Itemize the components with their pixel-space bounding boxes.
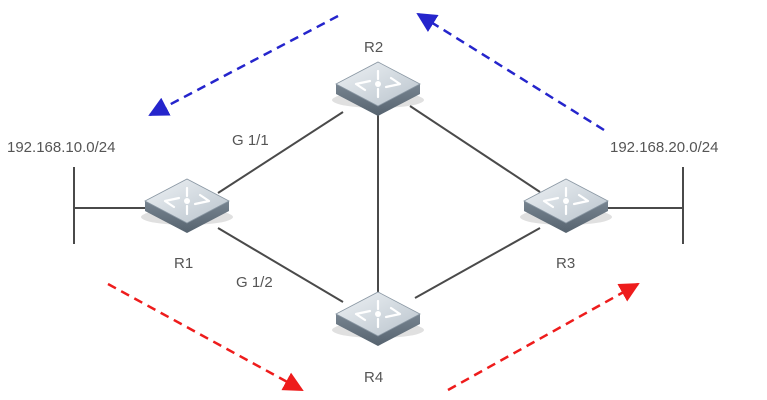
right-network-label: 192.168.20.0/24	[610, 139, 719, 156]
link-r1-r4	[217, 227, 344, 303]
router-r1-label: R1	[174, 255, 194, 272]
router-r2-icon	[330, 60, 426, 118]
upper-path-arrow-right	[416, 12, 605, 132]
router-r1-icon	[139, 177, 235, 235]
interface-g12-label: G 1/2	[236, 274, 273, 291]
lower-path-arrow-right	[447, 282, 640, 392]
interface-g11-label: G 1/1	[232, 132, 269, 149]
router-r4-icon	[330, 290, 426, 348]
router-r2-label: R2	[364, 39, 384, 56]
left-network-label: 192.168.10.0/24	[7, 139, 116, 156]
router-r3-label: R3	[556, 255, 576, 272]
router-r4-label: R4	[364, 369, 384, 386]
link-r1-r2	[217, 111, 344, 194]
link-r2-r3	[409, 105, 541, 193]
link-r3-r4	[414, 227, 541, 299]
lower-path-arrow-left	[107, 282, 304, 392]
upper-path-arrow-left	[148, 14, 339, 117]
